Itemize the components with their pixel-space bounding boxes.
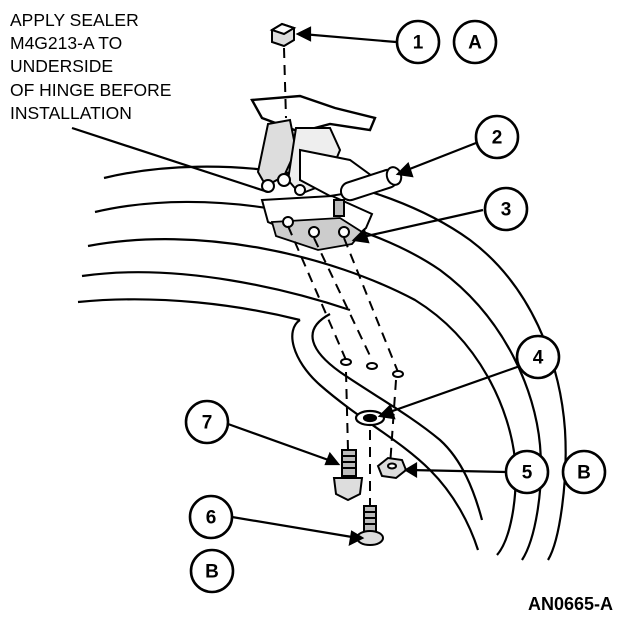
nut-hole bbox=[387, 462, 397, 470]
callout-6-letter: B bbox=[189, 548, 235, 594]
panel-hole-3 bbox=[392, 370, 404, 378]
leader-lines bbox=[71, 26, 521, 546]
sealer-note: APPLY SEALER M4G213-A TO UNDERSIDE OF HI… bbox=[10, 10, 171, 123]
callout-7-label: 7 bbox=[202, 413, 213, 434]
panel-contour-4 bbox=[81, 271, 351, 312]
centerline-stud-2 bbox=[313, 237, 373, 361]
stud-cap bbox=[332, 477, 364, 502]
washer bbox=[354, 409, 386, 427]
shim-hole-2 bbox=[308, 226, 320, 238]
callout-1-letter-label: A bbox=[468, 33, 482, 54]
callout-7: 7 bbox=[184, 399, 230, 445]
callout-5-letter: B bbox=[561, 449, 607, 495]
note-line-5: INSTALLATION bbox=[10, 103, 132, 123]
arrowhead-4 bbox=[377, 403, 396, 420]
panel-hole-2 bbox=[366, 362, 378, 370]
callout-5-letter-label: B bbox=[577, 463, 591, 484]
centerline-stud-3 bbox=[343, 237, 399, 373]
note-line-3: UNDERSIDE bbox=[10, 56, 113, 76]
bolt-hex-top bbox=[269, 22, 297, 36]
panel-holes bbox=[340, 358, 404, 378]
callout-2: 2 bbox=[474, 114, 520, 160]
hinge-bushing-2 bbox=[277, 173, 291, 187]
centerline-bolt bbox=[283, 47, 287, 119]
hex-nut bbox=[376, 456, 408, 480]
panel-opening-inner bbox=[311, 313, 484, 521]
callout-6-label: 6 bbox=[206, 508, 217, 529]
callout-5-label: 5 bbox=[522, 463, 533, 484]
centerline-stud-1 bbox=[287, 225, 347, 361]
leader-5 bbox=[409, 468, 507, 474]
leader-1 bbox=[301, 32, 397, 44]
panel-hole-1 bbox=[340, 358, 352, 366]
callout-1-label: 1 bbox=[413, 33, 424, 54]
panel-opening-curve bbox=[291, 319, 480, 551]
callout-3: 3 bbox=[483, 186, 529, 232]
callouts: 1 A 2 3 4 5 B 7 bbox=[184, 19, 607, 594]
shim-hole-1 bbox=[282, 216, 294, 228]
arrowhead-6 bbox=[348, 530, 365, 546]
note-line-1: APPLY SEALER bbox=[10, 10, 139, 30]
callout-6: 6 bbox=[188, 494, 234, 540]
callout-3-label: 3 bbox=[501, 200, 512, 221]
panel-contour-2 bbox=[94, 200, 543, 561]
callout-2-label: 2 bbox=[492, 128, 503, 149]
screw-shank bbox=[363, 505, 377, 535]
leader-4 bbox=[383, 364, 521, 416]
arrowhead-3 bbox=[351, 227, 370, 244]
washer-inner bbox=[362, 413, 378, 423]
arrowhead-2 bbox=[395, 161, 414, 178]
hinge-bolt bbox=[269, 22, 297, 48]
centerline-lower-left bbox=[345, 371, 349, 451]
callout-5: 5 bbox=[504, 449, 550, 495]
leader-3 bbox=[357, 208, 484, 240]
panel-contour-5 bbox=[77, 298, 301, 322]
hinge-spring bbox=[333, 199, 345, 217]
panel-contour-3 bbox=[87, 238, 517, 556]
callout-1-letter: A bbox=[452, 19, 498, 65]
arrowhead-1 bbox=[295, 26, 312, 42]
figure-id: AN0665-A bbox=[528, 594, 613, 614]
callout-4: 4 bbox=[515, 334, 561, 380]
capped-stud bbox=[332, 449, 364, 502]
hinge-bushing-3 bbox=[294, 184, 306, 196]
assembly-centerlines bbox=[283, 47, 399, 510]
callout-4-label: 4 bbox=[533, 348, 544, 369]
centerline-lower-right bbox=[389, 379, 397, 467]
arrowhead-5 bbox=[403, 462, 418, 478]
shim-hole-3 bbox=[338, 226, 350, 238]
callout-6-letter-label: B bbox=[205, 562, 219, 583]
callout-1: 1 bbox=[395, 19, 441, 65]
arrowhead-7 bbox=[324, 451, 341, 466]
leader-2 bbox=[401, 141, 477, 174]
note-line-4: OF HINGE BEFORE bbox=[10, 80, 171, 100]
leader-note bbox=[71, 126, 269, 194]
leader-7 bbox=[227, 422, 335, 464]
screw bbox=[356, 505, 384, 546]
leader-6 bbox=[231, 515, 359, 540]
note-line-2: M4G213-A TO bbox=[10, 33, 122, 53]
hinge-assembly bbox=[250, 94, 403, 251]
